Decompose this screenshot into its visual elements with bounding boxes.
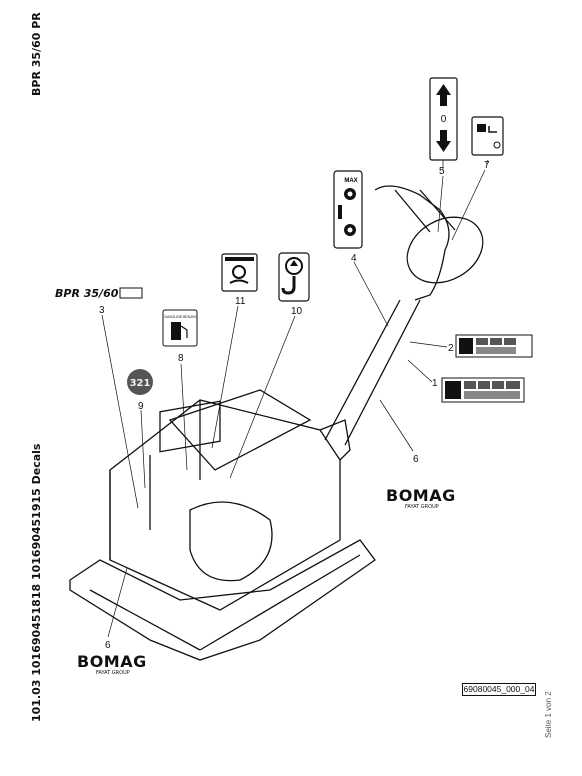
callout-11: 11 — [235, 296, 246, 307]
callout-10: 10 — [291, 306, 303, 317]
brand-sub-bottom: FAYAT GROUP — [96, 670, 130, 676]
max-label: MAX — [344, 178, 357, 184]
callout-3: 3 — [99, 305, 105, 316]
callout-7: 7 — [484, 160, 490, 171]
plate-compactor-outline — [69, 185, 484, 661]
brand-sub-top: FAYAT GROUP — [405, 504, 439, 510]
brand-name-top: BOMAG — [386, 486, 456, 505]
direction-zero-label: 0 — [441, 114, 447, 125]
decal-lifting-hook — [278, 252, 310, 302]
callout-6-top: 6 — [413, 454, 419, 465]
decal-badge: 321 — [127, 369, 153, 395]
callout-9: 9 — [138, 401, 144, 412]
decal-fuel: GASOLINE BENZIN — [162, 309, 198, 347]
callout-8: 8 — [178, 353, 184, 364]
decal-direction-arrows: 0 — [429, 77, 458, 161]
fuel-label: GASOLINE BENZIN — [164, 315, 196, 319]
callout-6-bottom: 6 — [105, 640, 111, 651]
decal-model-logo: BPR 35/60 — [55, 287, 143, 300]
callout-2: 2 — [448, 343, 454, 354]
decal-warning-strip-1 — [441, 377, 525, 403]
brand-name-bottom: BOMAG — [77, 652, 147, 671]
badge-text: 321 — [130, 378, 151, 389]
model-logo-text: BPR 35/60 — [55, 287, 119, 300]
callout-leaders — [101, 159, 489, 638]
callout-5: 5 — [439, 166, 445, 177]
callout-1: 1 — [432, 378, 438, 389]
decal-tool-symbol — [471, 116, 504, 156]
brand-logo-bottom: BOMAG FAYAT GROUP — [77, 652, 147, 676]
callout-4: 4 — [351, 253, 357, 264]
decal-max-throttle: MAX — [333, 170, 363, 249]
decal-warning-strip-2 — [455, 334, 533, 358]
brand-logo-top: BOMAG FAYAT GROUP — [386, 486, 456, 510]
drawing-reference-code: 69080045_000_04 — [462, 683, 536, 696]
decal-lifting-warning — [221, 253, 258, 292]
